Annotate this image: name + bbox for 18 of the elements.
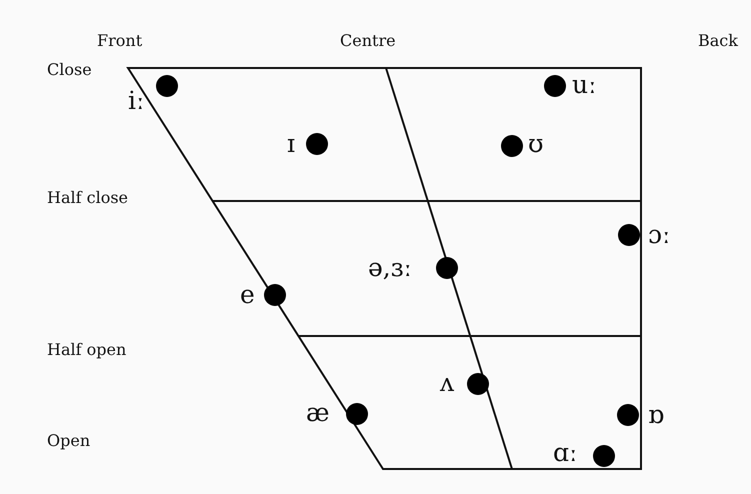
vowel-symbol: ʊ (528, 131, 544, 156)
vowel-symbol: æ (306, 400, 330, 425)
vowel-symbol: ɔː (648, 222, 670, 247)
axis-label: Half open (47, 342, 126, 358)
vowel-symbol: e (240, 282, 255, 307)
axis-label: Half close (47, 190, 128, 206)
vowel-symbol: ɒ (648, 402, 664, 427)
axis-label: Front (97, 33, 142, 49)
axis-label: Open (47, 433, 90, 449)
vowel-symbol: ɪ (287, 131, 295, 156)
axis-label: Centre (340, 33, 396, 49)
axis-label: Back (698, 33, 738, 49)
vowel-symbol: ʌ (440, 370, 454, 395)
axis-label: Close (47, 62, 92, 78)
vowel-symbol: iː (128, 88, 144, 113)
vowel-symbol: ɑː (553, 440, 578, 465)
vowel-symbol: ə,ɜː (368, 255, 412, 280)
vowel-symbol: uː (572, 72, 597, 97)
